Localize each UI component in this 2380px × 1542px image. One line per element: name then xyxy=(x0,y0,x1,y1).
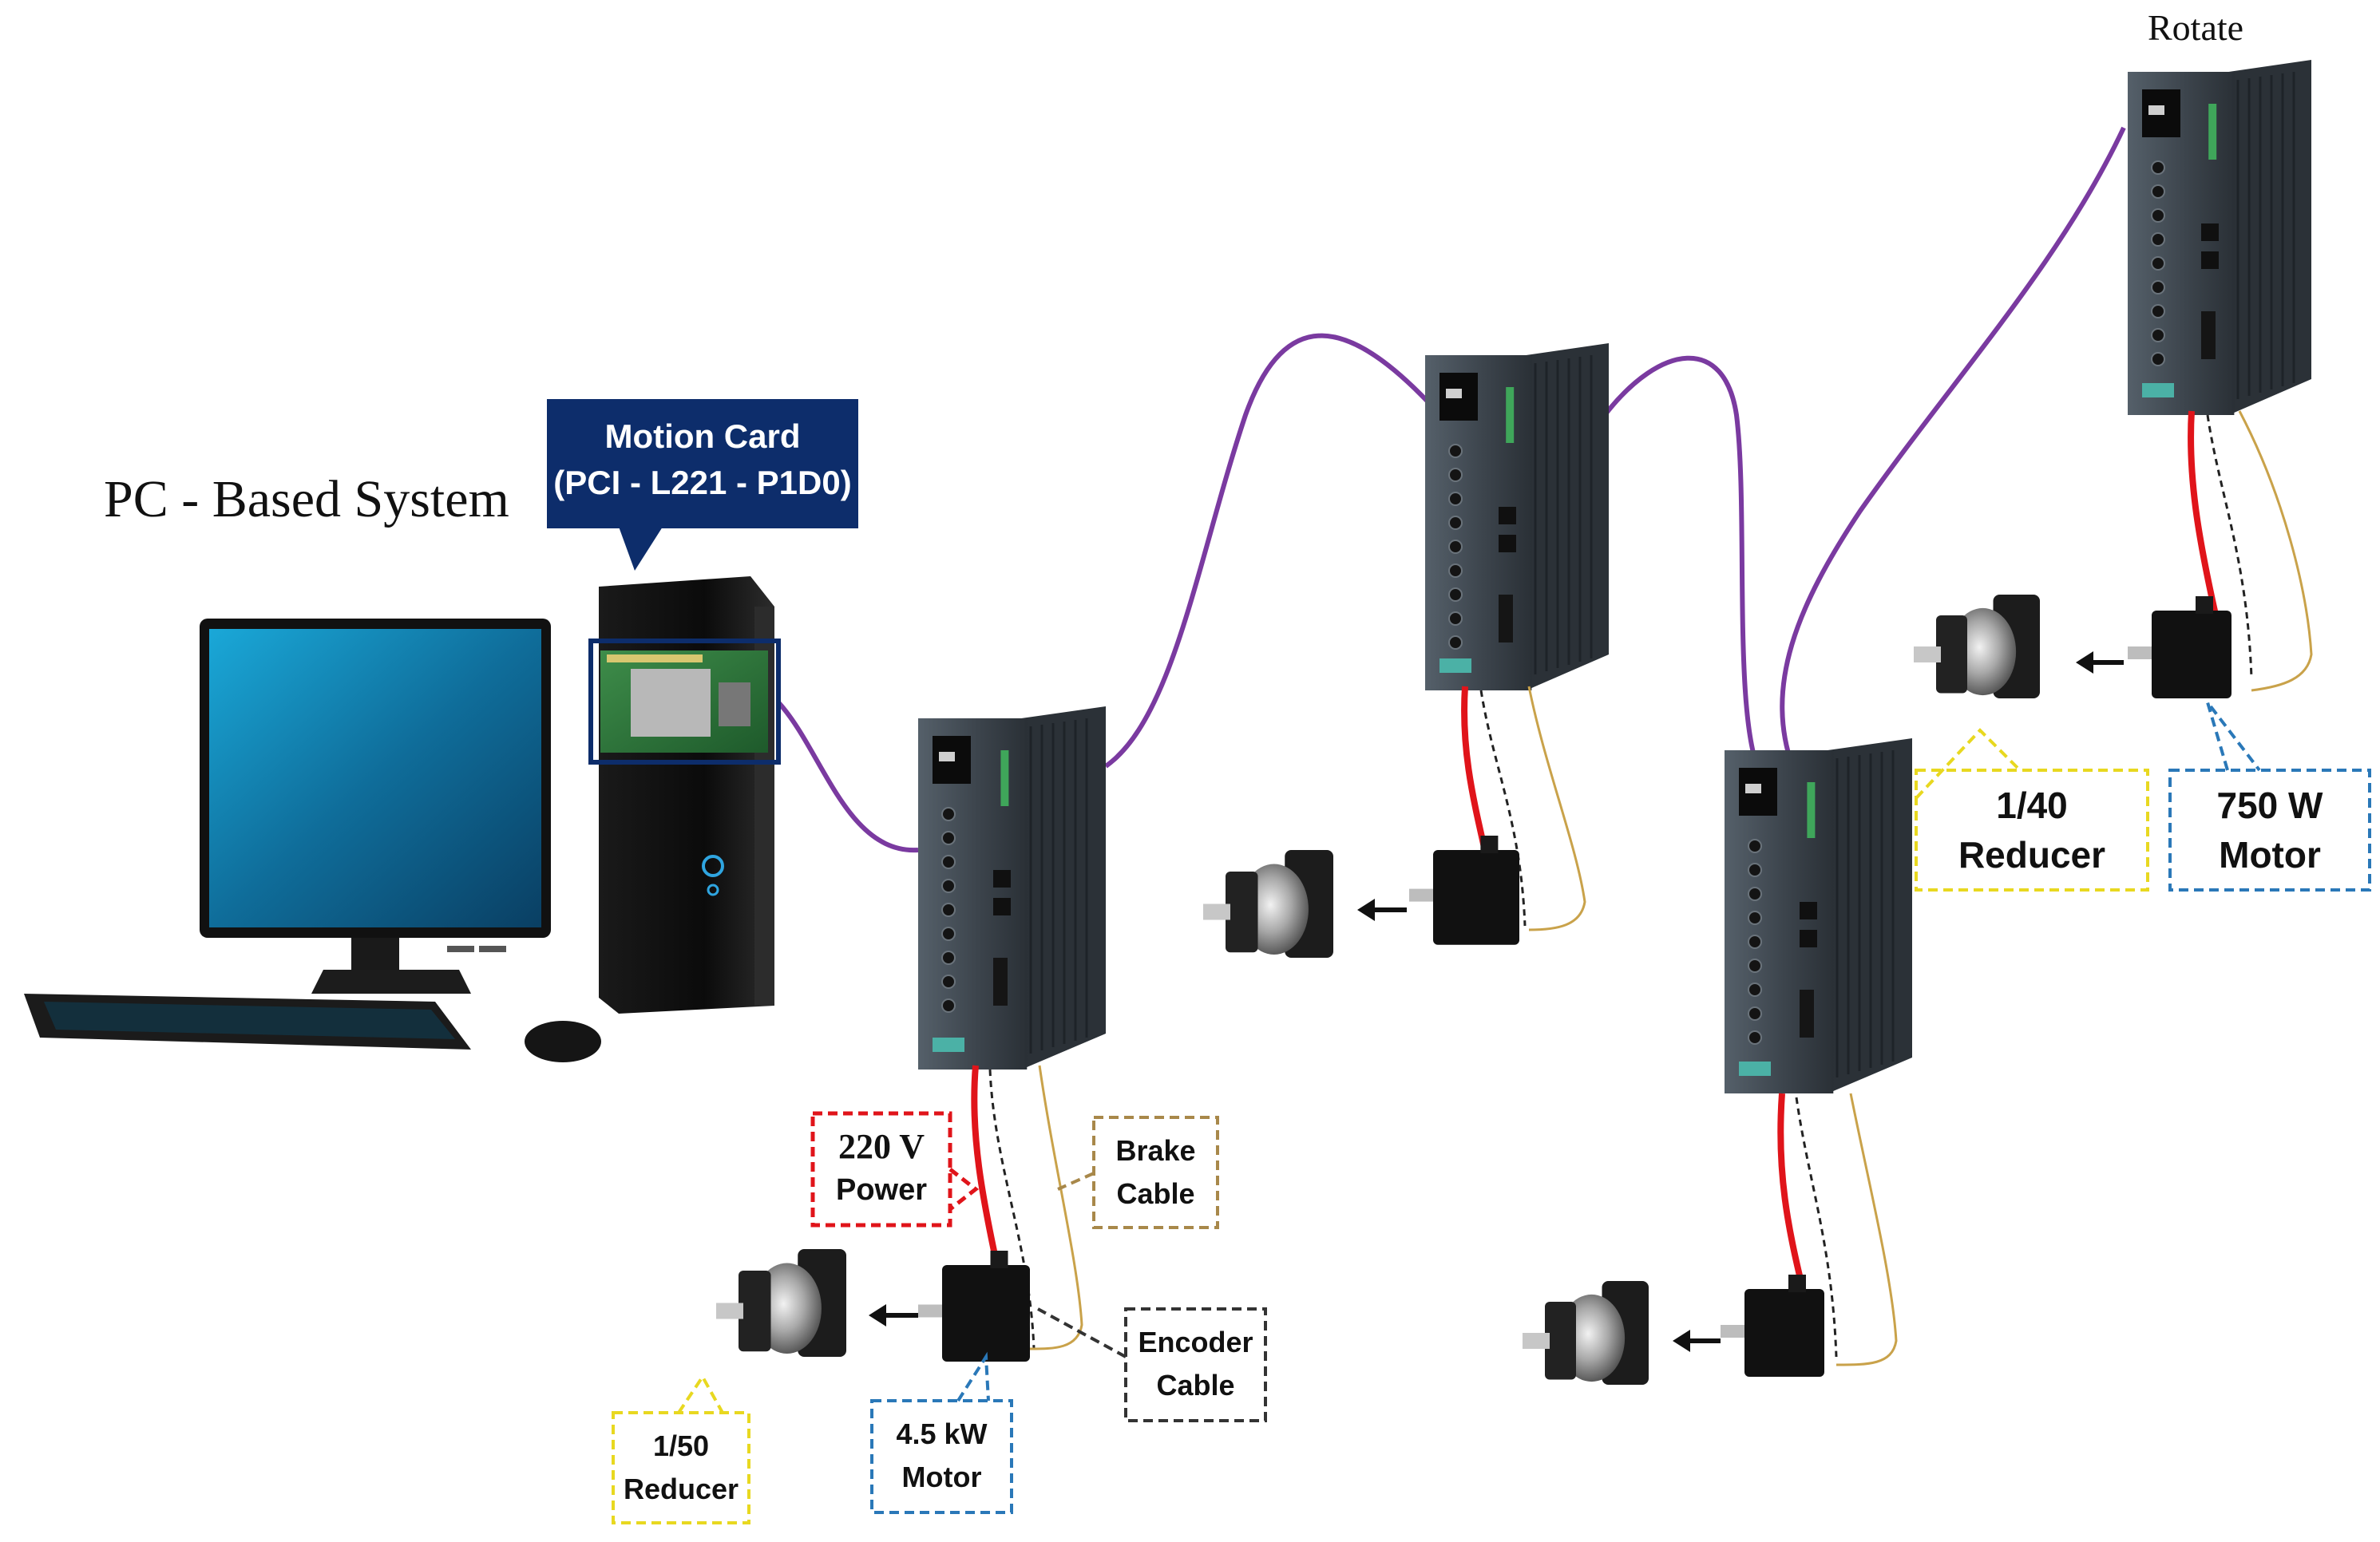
comm-cable-drive3-to-drive4 xyxy=(1780,126,2126,767)
motor-750w-text: Motor xyxy=(2219,834,2321,876)
motor-45kw-power: 4.5 kW xyxy=(896,1417,988,1450)
motor-750w-callout-label: 750 W Motor xyxy=(2170,781,2370,880)
servo-motor-3 xyxy=(1721,1275,1824,1377)
brake-line1: Brake xyxy=(1115,1134,1196,1167)
reducer-40-callout-box xyxy=(1915,769,2149,892)
power-text: Power xyxy=(835,1173,928,1207)
servo-drive-2 xyxy=(1425,343,1609,690)
brake-callout-box xyxy=(1092,1116,1219,1229)
motor-cables xyxy=(971,410,2313,1366)
motion-card-callout xyxy=(547,399,858,571)
motor-45kw-text: Motor xyxy=(901,1461,982,1493)
keyboard xyxy=(24,994,471,1050)
motors-and-reducers xyxy=(716,595,2231,1385)
monitor xyxy=(200,619,551,994)
motion-card-label: Motion Card (PCI - L221 - P1D0) xyxy=(547,413,858,506)
reducer-50-ratio: 1/50 xyxy=(652,1429,710,1462)
gear-reducer-3 xyxy=(1523,1281,1649,1385)
motion-card-line2: (PCI - L221 - P1D0) xyxy=(553,464,852,501)
gear-reducer-4 xyxy=(1914,595,2040,698)
drive-arrow-icon-3 xyxy=(1673,1330,1721,1352)
gear-reducer-2 xyxy=(1203,850,1333,958)
reducer-50-callout-box xyxy=(612,1411,750,1524)
motor-750w-callout-box xyxy=(2168,769,2371,892)
servo-motor-2 xyxy=(1409,836,1519,945)
power-voltage: 220 V xyxy=(838,1127,925,1166)
servo-drive-3 xyxy=(1725,738,1912,1093)
motor-750w-power: 750 W xyxy=(2216,785,2323,826)
brake-callout-label: Brake Cable xyxy=(1094,1129,1218,1216)
comm-cable-drive1-to-drive2 xyxy=(1104,333,1432,769)
comm-cable-drive2-to-drive3 xyxy=(1602,355,1763,776)
encoder-callout-label: Encoder Cable xyxy=(1126,1321,1265,1407)
servo-motor-1 xyxy=(918,1251,1030,1362)
brake-line2: Cable xyxy=(1116,1177,1195,1210)
drive-arrow-icon-1 xyxy=(869,1304,918,1327)
servo-motor-4 xyxy=(2128,596,2231,698)
gear-reducer-1 xyxy=(716,1249,846,1357)
drive-arrow-icon-2 xyxy=(1357,899,1407,921)
reducer-40-callout-label: 1/40 Reducer xyxy=(1916,781,2148,880)
encoder-line1: Encoder xyxy=(1138,1326,1253,1358)
reducer-40-text: Reducer xyxy=(1958,834,2106,876)
comm-cable-pc-to-drive1 xyxy=(776,700,919,853)
motion-card-image xyxy=(588,639,781,765)
motor-45kw-callout-box xyxy=(870,1399,1013,1514)
mouse xyxy=(525,1021,601,1062)
encoder-callout-box xyxy=(1124,1307,1267,1422)
encoder-line2: Cable xyxy=(1156,1369,1235,1402)
reducer-40-ratio: 1/40 xyxy=(1996,785,2068,826)
servo-drives xyxy=(918,60,2311,1093)
pc-computer xyxy=(24,576,781,1062)
communication-cables xyxy=(776,126,2126,853)
servo-drive-4 xyxy=(2128,60,2311,415)
rotate-label: Rotate xyxy=(2148,7,2244,48)
power-callout-label: 220 V Power xyxy=(813,1125,950,1212)
power-callout-box xyxy=(810,1111,952,1228)
monitor-screen xyxy=(209,629,541,927)
drive-arrow-icon-4 xyxy=(2076,651,2124,674)
servo-drive-1 xyxy=(918,706,1106,1070)
callout-boxes xyxy=(612,701,2371,1524)
page-title: PC - Based System xyxy=(104,470,509,528)
motion-card-line1: Motion Card xyxy=(604,417,801,455)
reducer-50-text: Reducer xyxy=(623,1473,739,1505)
power-button-icon xyxy=(702,855,724,877)
motor-45kw-callout-label: 4.5 kW Motor xyxy=(872,1413,1012,1499)
reducer-50-callout-label: 1/50 Reducer xyxy=(613,1425,749,1511)
